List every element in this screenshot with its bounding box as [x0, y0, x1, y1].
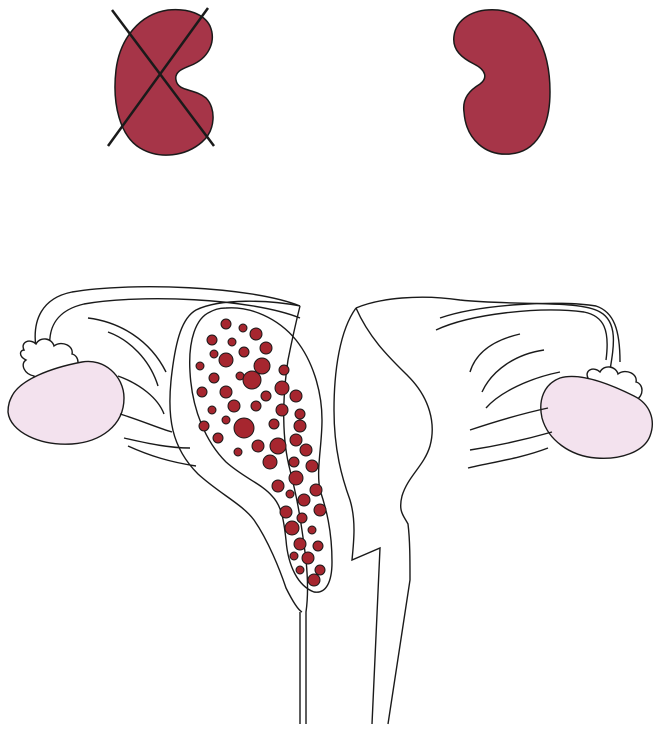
blood-clot-icon: [250, 328, 262, 340]
uterus-group: [8, 287, 652, 724]
blood-clot-icon: [209, 373, 219, 383]
blood-clot-icon: [263, 455, 277, 469]
left-ovary-icon: [8, 361, 124, 444]
blood-clot-icon: [208, 406, 216, 414]
blood-clot-icon: [252, 440, 264, 452]
blood-clot-icon: [222, 416, 230, 424]
blood-clot-icon: [289, 457, 299, 467]
blood-clot-icon: [228, 338, 236, 346]
blood-clot-icon: [210, 350, 218, 358]
blood-clot-icon: [315, 565, 325, 575]
blood-clot-icon: [300, 444, 312, 456]
blood-clot-icon: [196, 362, 204, 370]
blood-clot-icon: [213, 433, 223, 443]
blood-clot-icon: [286, 490, 294, 498]
blood-clot-icon: [228, 400, 240, 412]
blood-clot-icon: [261, 391, 271, 401]
blood-clot-icon: [275, 381, 289, 395]
blood-clot-icon: [295, 409, 305, 419]
right-kidney-group: [454, 10, 550, 154]
blood-clot-icon: [207, 335, 217, 345]
blood-clot-icon: [310, 484, 322, 496]
blood-clot-icon: [221, 319, 231, 329]
blood-clot-icon: [297, 513, 307, 523]
blood-clot-icon: [220, 386, 232, 398]
blood-clot-icon: [239, 324, 247, 332]
blood-clot-icon: [260, 342, 272, 354]
blood-clot-icon: [219, 353, 233, 367]
blood-clot-icon: [290, 390, 302, 402]
blood-clot-icon: [234, 448, 242, 456]
blood-clot-icon: [313, 541, 323, 551]
blood-clot-icon: [239, 347, 249, 357]
blood-clot-icon: [272, 480, 284, 492]
blood-clot-icon: [276, 404, 288, 416]
blood-clot-icon: [290, 434, 302, 446]
blood-clot-icon: [279, 365, 289, 375]
blood-clot-icon: [296, 566, 304, 574]
right-hemiuterus-wall: [334, 297, 613, 724]
blood-clot-icon: [294, 420, 306, 432]
blood-clot-icon: [280, 506, 292, 518]
blood-clot-icon: [199, 421, 209, 431]
blood-clot-icon: [290, 552, 298, 560]
blood-clot-icon: [269, 419, 279, 429]
right-kidney-icon: [454, 10, 550, 154]
blood-clot-icon: [197, 387, 207, 397]
blood-clot-icon: [308, 574, 320, 586]
blood-clots-group: [196, 319, 326, 586]
blood-clot-icon: [270, 438, 286, 454]
blood-clot-icon: [298, 494, 310, 506]
blood-clot-icon: [243, 371, 261, 389]
blood-clot-icon: [294, 538, 306, 550]
left-kidney-icon: [115, 10, 213, 155]
blood-clot-icon: [234, 418, 254, 438]
blood-clot-icon: [251, 401, 261, 411]
blood-clot-icon: [302, 552, 314, 564]
blood-clot-icon: [289, 471, 303, 485]
left-kidney-group: [108, 8, 214, 155]
blood-clot-icon: [314, 504, 326, 516]
blood-clot-icon: [285, 521, 299, 535]
blood-clot-icon: [308, 526, 316, 534]
blood-clot-icon: [306, 460, 318, 472]
